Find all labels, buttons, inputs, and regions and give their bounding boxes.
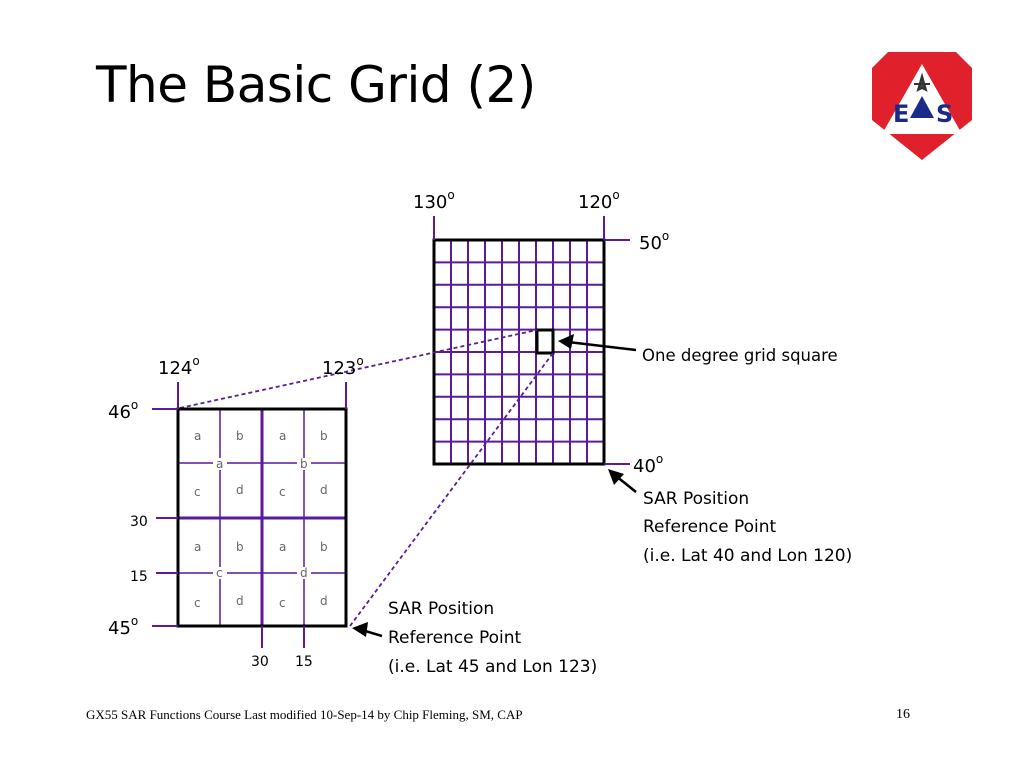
ref-large-line-3: (i.e. Lat 40 and Lon 120) bbox=[643, 546, 852, 566]
q-letter: b bbox=[320, 540, 328, 554]
minute-lon-label-30: 30 bbox=[251, 654, 269, 670]
q-letter: c bbox=[279, 485, 286, 499]
q-letter: a bbox=[279, 429, 286, 443]
slide-title: The Basic Grid (2) bbox=[96, 56, 536, 114]
q-letter: d bbox=[236, 594, 244, 608]
large-grid bbox=[432, 238, 606, 466]
ref-small-line-1: SAR Position bbox=[388, 599, 494, 619]
one-degree-grid-square bbox=[535, 328, 555, 355]
large-grid-lines bbox=[434, 240, 604, 464]
logo-center-triangle bbox=[910, 96, 934, 118]
ref-large-line-2: Reference Point bbox=[643, 517, 777, 537]
callout-arrow-head bbox=[558, 334, 574, 349]
small-lat-label-45: 45o bbox=[108, 614, 138, 639]
small-lat-label-46: 46o bbox=[108, 398, 138, 423]
q-letter: a bbox=[279, 540, 286, 554]
q-letter: b bbox=[236, 429, 244, 443]
minute-lat-label-15: 15 bbox=[130, 569, 148, 585]
zoom-connector-bottom bbox=[349, 352, 554, 627]
q-letter: b bbox=[236, 540, 244, 554]
section-letter: a bbox=[216, 457, 223, 471]
large-lat-label-40: 40o bbox=[633, 452, 663, 477]
section-letter: b bbox=[300, 457, 308, 471]
ref-small-line-2: Reference Point bbox=[388, 628, 522, 648]
q-letter: c bbox=[279, 596, 286, 610]
minute-lon-label-15: 15 bbox=[295, 654, 313, 670]
section-letter: d bbox=[300, 566, 308, 580]
logo-letter-left: E bbox=[893, 100, 909, 128]
q-letter: c bbox=[194, 596, 201, 610]
large-lat-label-50: 50o bbox=[639, 229, 669, 254]
page-number: 16 bbox=[896, 707, 910, 722]
q-letter: a bbox=[194, 540, 201, 554]
footer-text: GX55 SAR Functions Course Last modified … bbox=[86, 707, 523, 722]
logo-letter-right: S bbox=[936, 100, 953, 128]
callout-arrow-line bbox=[567, 340, 637, 352]
logo-propeller-icon bbox=[914, 72, 930, 92]
minute-lat-label-30: 30 bbox=[130, 514, 148, 530]
large-lon-label-120: 120o bbox=[578, 188, 620, 213]
section-letter: c bbox=[216, 566, 223, 580]
small-lon-label-123: 123o bbox=[322, 354, 364, 379]
q-letter: d bbox=[236, 483, 244, 497]
small-lon-label-124: 124o bbox=[158, 354, 200, 379]
q-letter: c bbox=[194, 485, 201, 499]
ref-small-line-3: (i.e. Lat 45 and Lon 123) bbox=[388, 657, 597, 677]
q-letter: b bbox=[320, 429, 328, 443]
ces-logo: E S bbox=[872, 52, 972, 160]
q-letter: d bbox=[320, 594, 328, 608]
callout-grid-square-label: One degree grid square bbox=[642, 346, 838, 365]
ref-large-line-1: SAR Position bbox=[643, 489, 749, 509]
q-letter: a bbox=[194, 429, 201, 443]
q-letter: d bbox=[320, 483, 328, 497]
ref-arrow-small-head bbox=[352, 622, 368, 637]
large-lon-label-130: 130o bbox=[413, 188, 455, 213]
zoom-connector-top bbox=[179, 329, 538, 409]
ref-arrow-large-head bbox=[608, 469, 624, 485]
